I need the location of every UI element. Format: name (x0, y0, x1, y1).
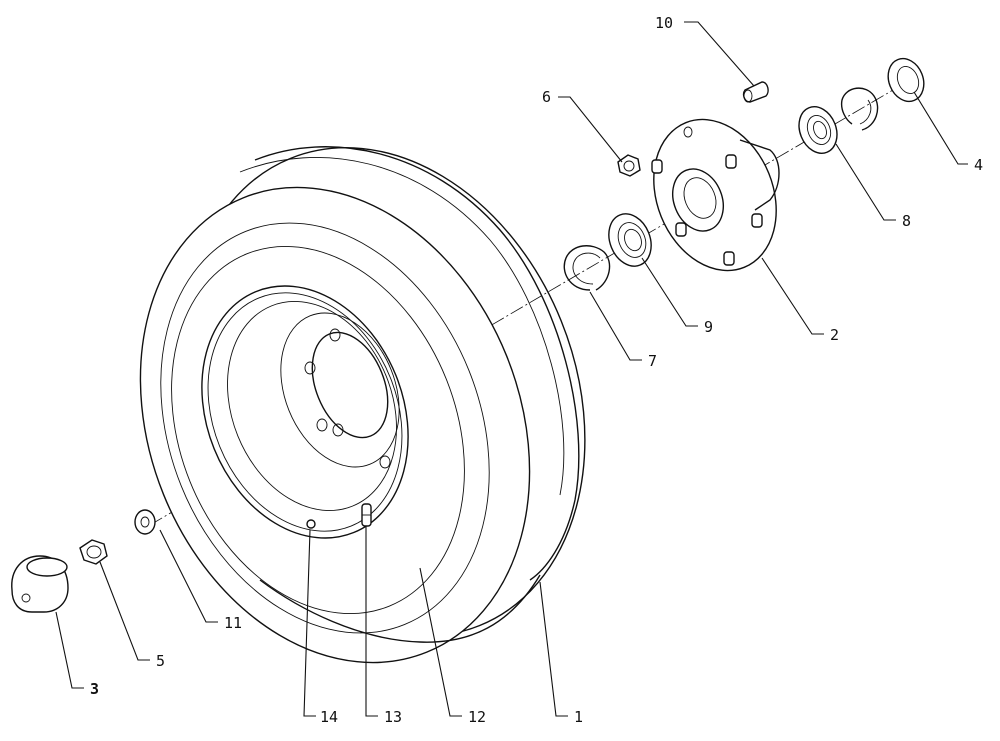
callout-3: 3 (90, 680, 99, 698)
callout-6: 6 (542, 88, 551, 106)
callout-10: 10 (655, 14, 673, 32)
callout-7: 7 (648, 352, 657, 370)
callout-1: 1 (574, 708, 583, 726)
hex-nut (617, 154, 641, 177)
callout-14: 14 (320, 708, 338, 726)
bearing-rear (798, 106, 838, 154)
tire (139, 146, 586, 664)
callout-13: 13 (384, 708, 402, 726)
grease-seal (887, 57, 925, 103)
callout-labels: 10 6 4 8 9 2 7 11 5 3 12 1 13 14 (90, 14, 983, 726)
callout-9: 9 (704, 318, 713, 336)
snap-ring-front (563, 245, 611, 291)
valve-stem (361, 503, 372, 527)
leader-lines (55, 21, 968, 717)
callout-12: 12 (468, 708, 486, 726)
callout-11: 11 (224, 614, 242, 632)
callout-8: 8 (902, 212, 911, 230)
lock-nut (79, 539, 108, 565)
roll-pin (742, 81, 769, 103)
snap-ring-rear (840, 87, 879, 131)
hub (651, 118, 780, 272)
grease-fitting (306, 519, 316, 529)
callout-4: 4 (974, 156, 983, 174)
hub-cap (11, 555, 69, 613)
callout-5: 5 (156, 652, 165, 670)
washer (134, 509, 156, 535)
wheel-rim (201, 285, 409, 539)
callout-2: 2 (830, 326, 839, 344)
bearing-front (608, 213, 652, 267)
